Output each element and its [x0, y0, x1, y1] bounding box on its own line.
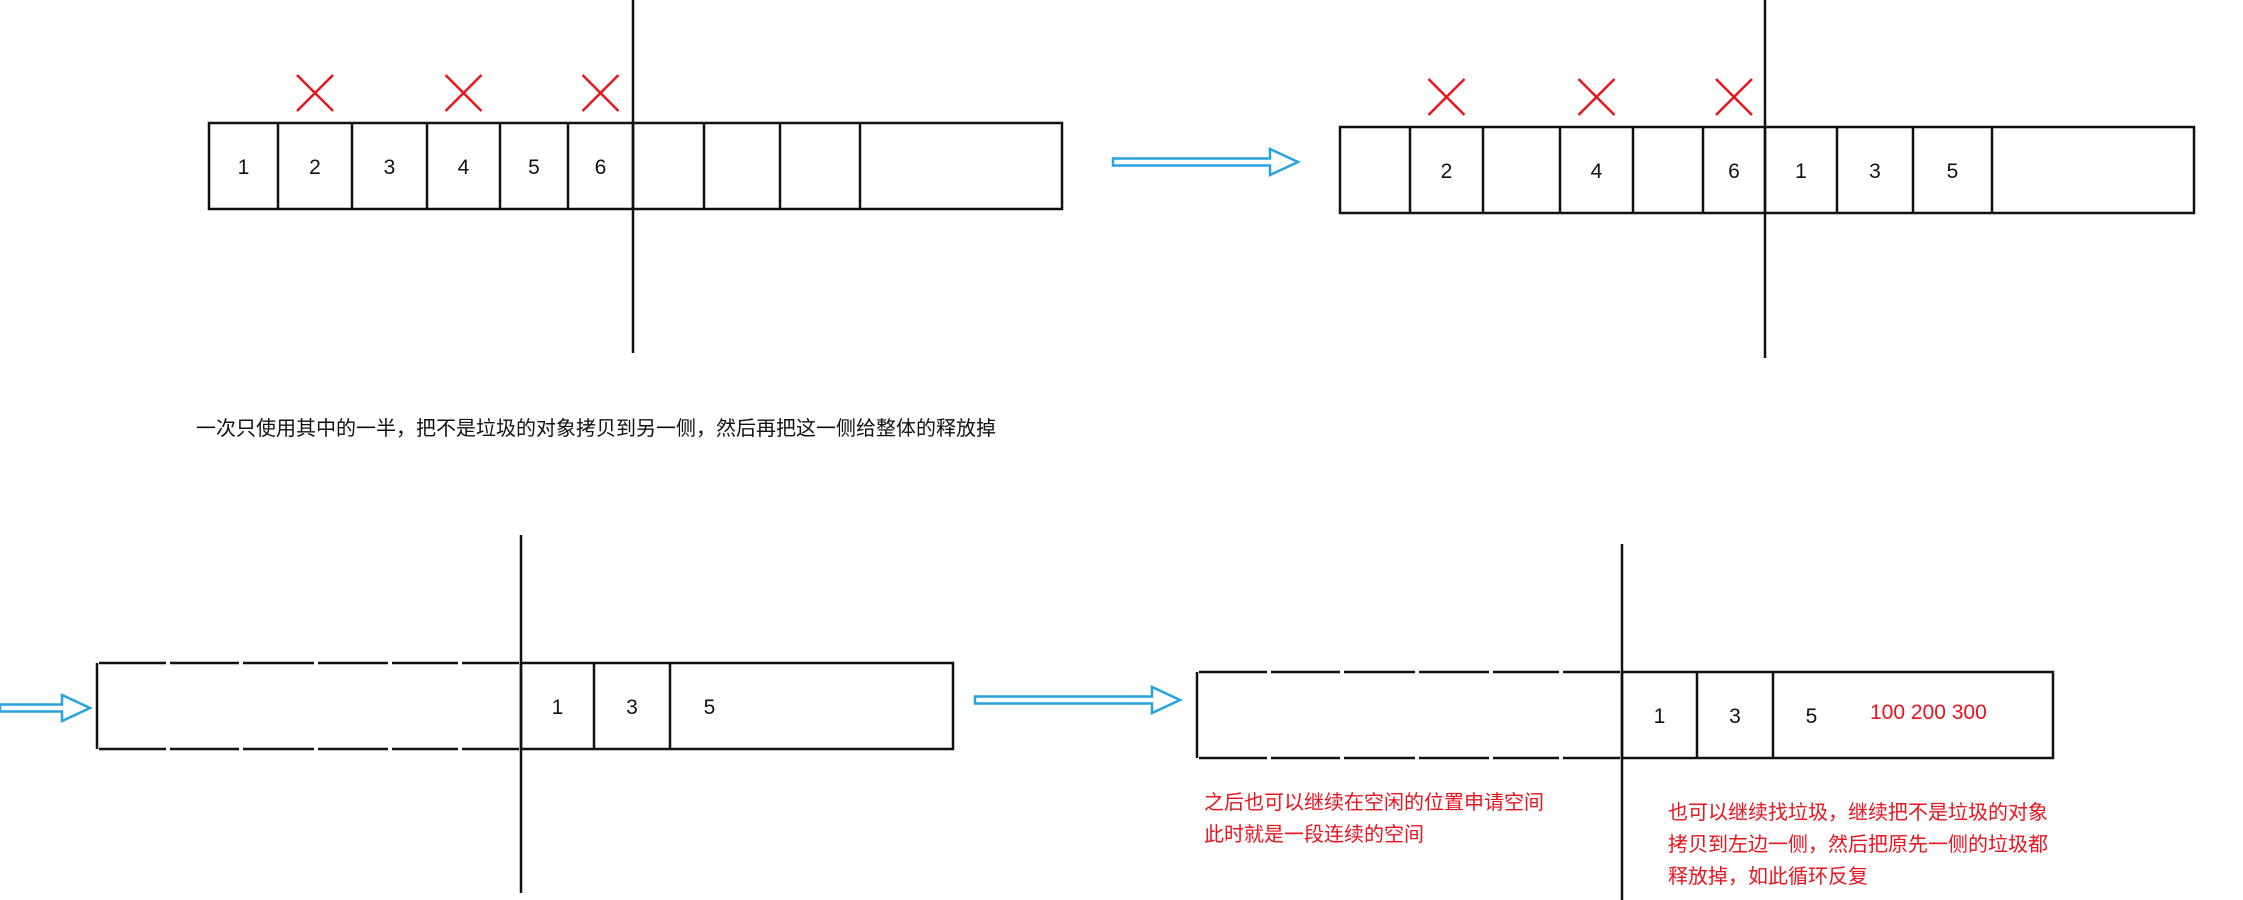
transition-arrows	[0, 147, 1301, 723]
cross-stroke	[581, 74, 620, 112]
cell-value: 3	[1869, 160, 1881, 183]
memory-diagram-before-copy: 1 2 3 4 5 6	[207, 0, 1064, 353]
note-left-line: 此时就是一段连续的空间	[1204, 822, 1424, 846]
cross-stroke	[1715, 78, 1753, 116]
note-left-line: 之后也可以继续在空闲的位置申请空间	[1204, 790, 1544, 814]
garbage-cross-icon	[1577, 78, 1616, 116]
arrow-right-icon	[1111, 147, 1301, 177]
memory-diagram-reallocate: 1 3 5 100 200 300	[1195, 544, 2055, 900]
arrow-right-icon	[973, 685, 1183, 715]
cell-value: 2	[1441, 160, 1453, 183]
cell-value: 6	[1728, 160, 1740, 183]
cross-stroke	[444, 74, 483, 112]
memory-strip	[519, 661, 955, 751]
cell-value: 3	[626, 696, 638, 719]
cell-value: 3	[384, 156, 396, 179]
memory-diagram-after-copy: 2 4 6 1 3 5	[1338, 0, 2196, 358]
cross-stroke	[296, 74, 334, 112]
diagram-caption: 一次只使用其中的一半，把不是垃圾的对象拷贝到另一侧，然后再把这一侧给整体的释放掉	[196, 416, 996, 440]
cross-stroke	[1427, 78, 1466, 116]
garbage-cross-icon	[444, 74, 483, 112]
cell-value: 6	[595, 156, 607, 179]
cell-value: 1	[1795, 160, 1807, 183]
cell-value: 5	[1806, 705, 1818, 728]
note-right-line: 也可以继续找垃圾，继续把不是垃圾的对象	[1668, 800, 2048, 824]
garbage-cross-icon	[1715, 78, 1753, 116]
cell-value: 5	[704, 696, 716, 719]
garbage-cross-icon	[296, 74, 334, 112]
memory-strip	[1338, 125, 2196, 215]
cell-value: 5	[528, 156, 540, 179]
note-right-line: 拷贝到左边一侧，然后把原先一侧的垃圾都	[1668, 832, 2048, 856]
new-allocation-values: 100 200 300	[1870, 701, 1987, 724]
garbage-cross-icon	[1427, 78, 1466, 116]
memory-strip	[1620, 670, 2055, 760]
cell-value: 4	[1591, 160, 1603, 183]
cell-value: 4	[458, 156, 470, 179]
garbage-cross-icon	[581, 74, 620, 112]
cell-value: 1	[1654, 705, 1666, 728]
cell-value: 1	[238, 156, 250, 179]
note-right: 也可以继续找垃圾，继续把不是垃圾的对象 拷贝到左边一侧，然后把原先一侧的垃圾都 …	[1668, 796, 2048, 892]
cell-value: 5	[1947, 160, 1959, 183]
cell-value: 3	[1729, 705, 1741, 728]
arrow-right-icon	[0, 693, 93, 723]
cross-stroke	[1577, 78, 1616, 116]
cell-value: 2	[309, 156, 321, 179]
note-right-line: 释放掉，如此循环反复	[1668, 864, 1868, 888]
memory-strip	[207, 121, 1064, 211]
memory-diagram-left-released: 1 3 5	[95, 535, 955, 893]
cell-value: 1	[552, 696, 564, 719]
note-left: 之后也可以继续在空闲的位置申请空间 此时就是一段连续的空间	[1204, 786, 1544, 850]
